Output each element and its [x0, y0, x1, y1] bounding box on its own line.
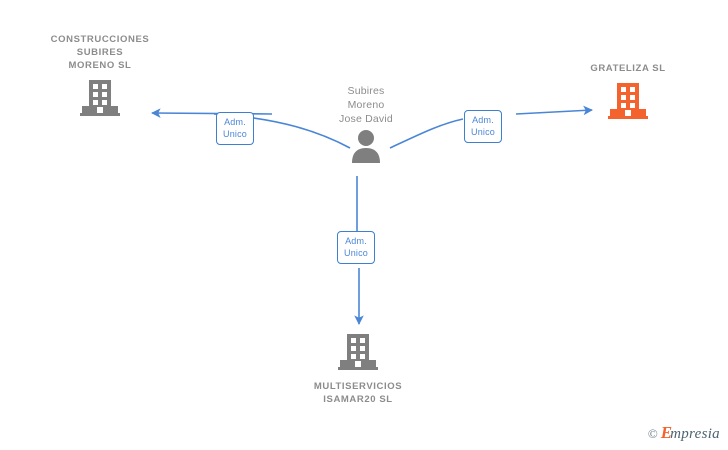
node-label-grateliza-sl: GRATELIZA SL — [590, 63, 666, 74]
copyright-icon: © — [647, 425, 658, 441]
node-grateliza-sl[interactable]: GRATELIZA SL — [543, 62, 713, 123]
building-icon — [15, 72, 185, 120]
watermark-brand-text: mpresia — [670, 426, 720, 442]
building-icon — [273, 332, 443, 374]
edge-label-to-grateliza[interactable]: Adm. Unico — [464, 110, 503, 143]
person-icon — [281, 126, 451, 163]
node-label-multiservicios-isamar20-sl: MULTISERVICIOS ISAMAR20 SL — [313, 381, 403, 405]
node-person-subires-moreno-jose-david[interactable]: Subires Moreno Jose David — [281, 84, 451, 163]
node-multiservicios-isamar20-sl[interactable]: MULTISERVICIOS ISAMAR20 SL — [273, 332, 443, 406]
edge-line-to-grateliza — [389, 118, 464, 149]
node-label-person-subires-moreno-jose-david: Subires Moreno Jose David — [339, 85, 393, 125]
edge-label-to-construcciones[interactable]: Adm. Unico — [216, 112, 255, 145]
edge-arrow-to-grateliza — [515, 105, 593, 116]
watermark-empresia: © E mpresia — [648, 424, 720, 442]
building-icon — [543, 75, 713, 123]
node-construcciones-subires-moreno-sl[interactable]: CONSTRUCCIONES SUBIRES MORENO SL — [15, 33, 185, 120]
watermark-brand-initial: E — [660, 423, 673, 442]
edge-label-to-multiservicios[interactable]: Adm. Unico — [337, 231, 376, 264]
node-label-construcciones-subires-moreno-sl: CONSTRUCCIONES SUBIRES MORENO SL — [50, 34, 150, 71]
